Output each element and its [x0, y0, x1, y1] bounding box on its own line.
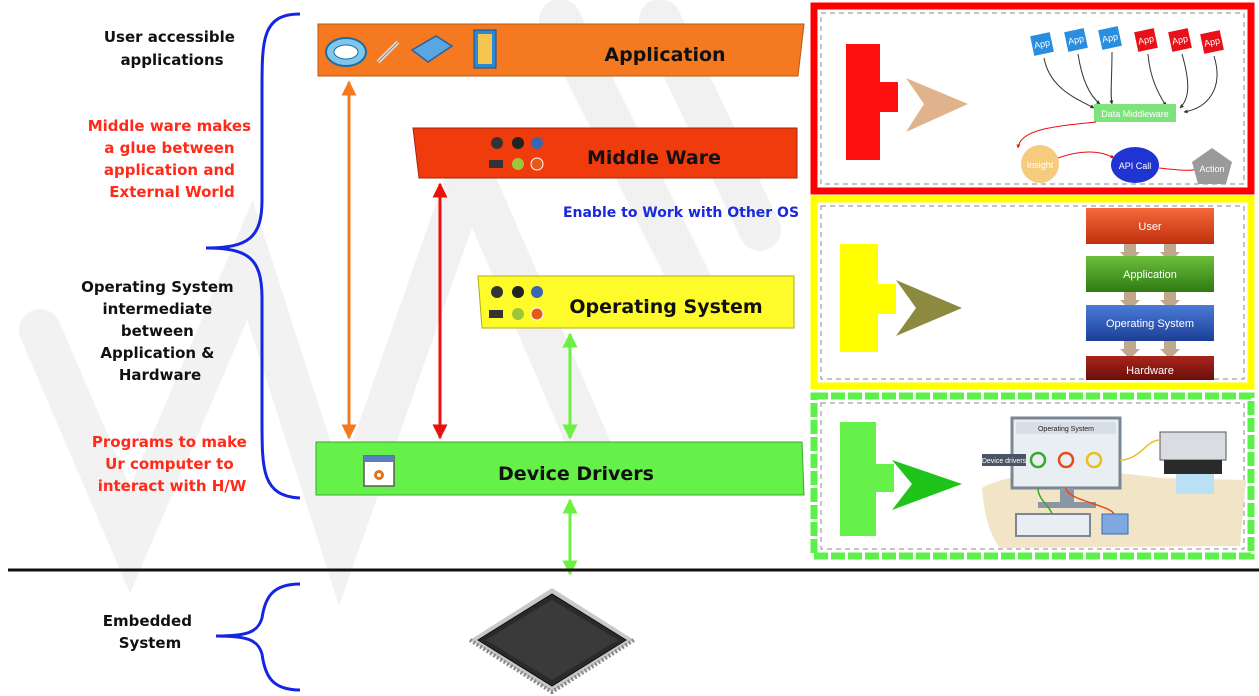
layer-middleware-label: Middle Ware	[587, 147, 721, 169]
note-other-os: Enable to Work with Other OS	[563, 205, 799, 221]
api-call-node	[1111, 147, 1159, 183]
label-drivers-desc: Programs to make Ur computer to interact…	[92, 433, 252, 495]
panel-os-stack: User Application Operating System Hardwa…	[810, 195, 1255, 390]
gear-window-icon	[363, 455, 395, 487]
panel-drivers: Operating System Device drivers	[810, 392, 1255, 560]
svg-text:App: App	[1067, 33, 1085, 46]
layer-application: Application	[317, 23, 805, 77]
svg-text:Data Middleware: Data Middleware	[1101, 109, 1169, 119]
svg-text:Device drivers: Device drivers	[982, 458, 1027, 465]
label-embedded: Embedded System	[103, 612, 197, 652]
insight-node	[1021, 145, 1059, 183]
layer-os-label: Operating System	[569, 296, 762, 318]
svg-text:User: User	[1138, 221, 1162, 233]
microcontroller-chip-icon	[468, 588, 636, 695]
label-user-apps: User accessible applications	[104, 28, 240, 69]
brace-software	[205, 12, 301, 500]
data-middleware-box	[1094, 104, 1176, 122]
layer-os: Operating System	[477, 275, 795, 329]
os-logos-os	[489, 286, 544, 321]
svg-text:API Call: API Call	[1119, 161, 1152, 171]
layer-drivers-label: Device Drivers	[498, 463, 654, 485]
svg-text:Application: Application	[1123, 269, 1177, 281]
app-icons	[325, 29, 497, 69]
left-labels: User accessible applications Middle ware…	[81, 28, 257, 652]
svg-text:Operating System: Operating System	[1106, 318, 1194, 330]
brace-embedded	[215, 582, 301, 692]
label-os-desc: Operating System intermediate between Ap…	[81, 278, 239, 384]
svg-text:App: App	[1171, 33, 1189, 46]
panel-middleware: App App App App App App Data Middleware …	[810, 2, 1255, 195]
layer-drivers: Device Drivers	[315, 441, 805, 496]
svg-text:Insight: Insight	[1027, 160, 1054, 170]
label-middleware-desc: Middle ware makes a glue between applica…	[88, 117, 257, 201]
layer-application-label: Application	[604, 44, 725, 66]
svg-text:App: App	[1101, 31, 1119, 44]
layer-middleware: Middle Ware	[412, 127, 798, 179]
svg-text:App: App	[1137, 33, 1155, 46]
svg-text:Operating System: Operating System	[1038, 426, 1094, 433]
svg-text:App: App	[1033, 37, 1051, 50]
svg-text:App: App	[1203, 35, 1221, 48]
app-tiles: App App App App App App	[1030, 26, 1224, 56]
action-node	[1192, 148, 1232, 184]
svg-text:Hardware: Hardware	[1126, 365, 1174, 377]
os-logos-middleware	[489, 137, 544, 171]
svg-text:Action: Action	[1199, 164, 1224, 174]
